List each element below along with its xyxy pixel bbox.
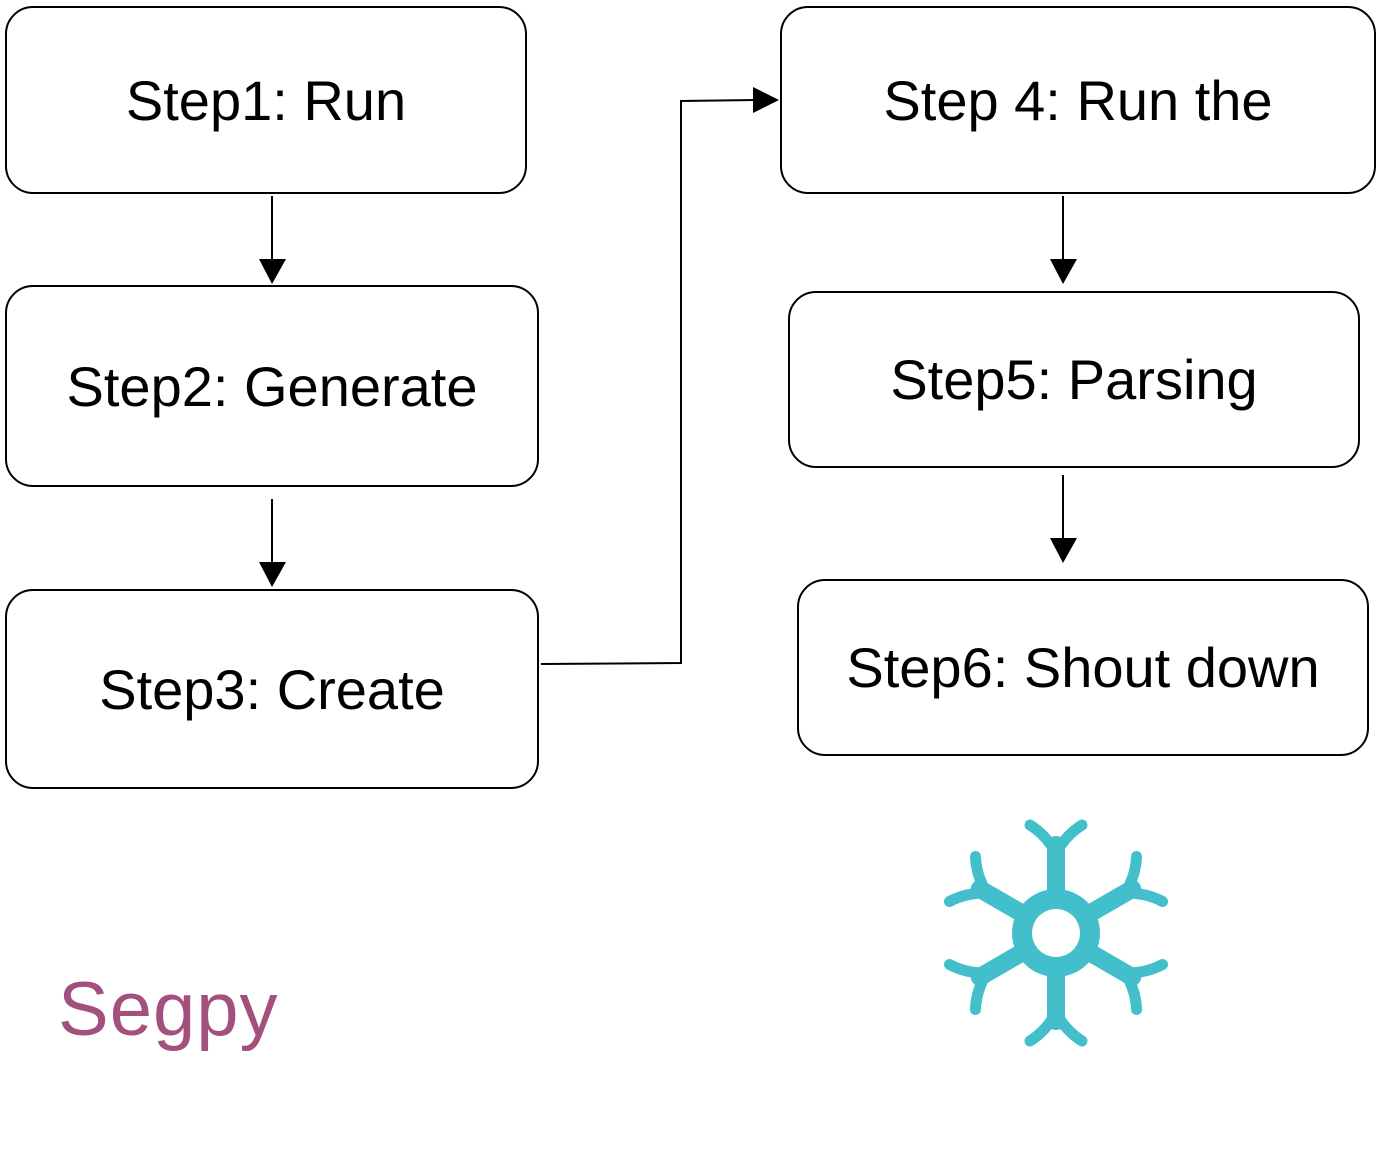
step-6-label: Step6:	[846, 636, 1009, 699]
step-5-box: Step5: Parsing	[788, 291, 1360, 468]
step-5-text: Parsing	[1067, 348, 1258, 411]
step-4-box: Step 4: Run the	[780, 6, 1376, 194]
step-1-box: Step1: Run	[5, 6, 527, 194]
step-2-box: Step2: Generate	[5, 285, 539, 487]
step-4-text: Run the	[1076, 68, 1273, 132]
step-3-box: Step3: Create	[5, 589, 539, 789]
arrow-step5-to-step6	[1050, 475, 1077, 563]
step-2-text: Generate	[243, 354, 478, 418]
step-2-label: Step2:	[66, 354, 229, 418]
step-3-text: Create	[276, 657, 445, 721]
step-4-label: Step 4:	[883, 68, 1061, 132]
step-3-label: Step3:	[99, 657, 262, 721]
arrow-step1-to-step2	[259, 196, 286, 284]
step-1-text: Run	[303, 68, 407, 132]
arrow-step2-to-step3	[259, 499, 286, 587]
snowflake-icon	[943, 819, 1169, 1047]
step-6-text: Shout down	[1023, 636, 1320, 699]
step-5-label: Step5:	[890, 348, 1053, 411]
arrow-step4-to-step5	[1050, 196, 1077, 284]
step-6-box: Step6: Shout down	[797, 579, 1369, 756]
arrow-step3-to-step4	[540, 87, 779, 665]
step-1-label: Step1:	[125, 68, 288, 132]
segpy-logo: Segpy	[58, 967, 279, 1052]
